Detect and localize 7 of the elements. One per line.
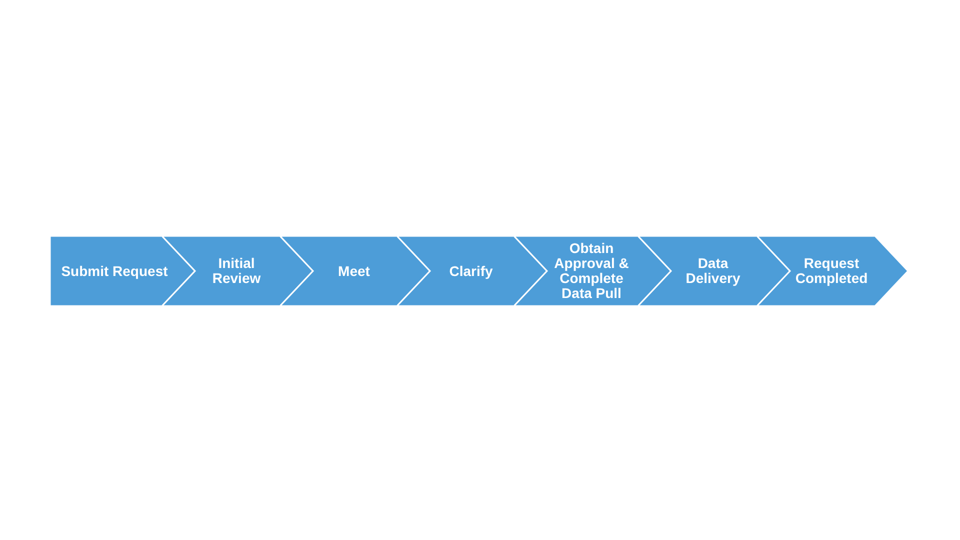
step-label: Submit Request <box>61 264 168 278</box>
step-label: Meet <box>338 264 370 278</box>
step-label: Request Completed <box>794 256 869 286</box>
step-label: Data Delivery <box>684 256 742 286</box>
step-label: Clarify <box>449 264 493 278</box>
step-label: Obtain Approval & Complete Data Pull <box>553 241 630 301</box>
step-label: Initial Review <box>211 256 262 286</box>
